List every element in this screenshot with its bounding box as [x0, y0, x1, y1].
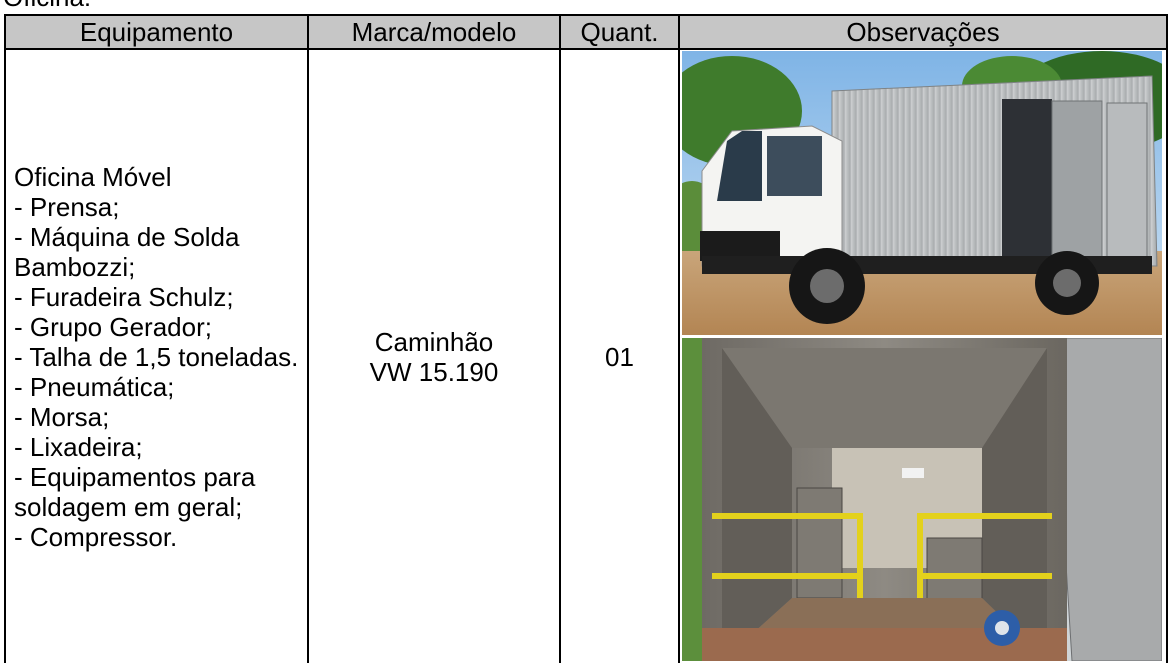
truck-interior-image — [682, 338, 1162, 661]
equipment-line: - Prensa; — [14, 191, 120, 222]
equipment-line: - Equipamentos para soldagem em geral; — [14, 461, 256, 522]
header-marca-modelo: Marca/modelo — [307, 14, 561, 50]
header-quantidade: Quant. — [559, 14, 680, 50]
truck-exterior-photo — [682, 51, 1162, 335]
equipment-line: - Pneumática; — [14, 371, 175, 402]
table-header-row: Equipamento Marca/modelo Quant. Observaç… — [4, 14, 1168, 50]
brand-model-cell: Caminhão VW 15.190 — [307, 48, 561, 663]
header-equipamento: Equipamento — [4, 14, 309, 50]
equipment-line: - Talha de 1,5 toneladas. — [14, 341, 299, 372]
section-title: Oficina: — [3, 0, 91, 12]
equipment-line: - Furadeira Schulz; — [14, 281, 234, 312]
quantity-cell: 01 — [559, 48, 680, 663]
equipment-line: - Morsa; — [14, 401, 110, 432]
equipment-table: Equipamento Marca/modelo Quant. Observaç… — [4, 14, 1168, 663]
observations-cell — [678, 48, 1168, 663]
equipment-line: - Compressor. — [14, 521, 178, 552]
truck-interior-photo — [682, 338, 1162, 661]
brand-model-line: Caminhão — [374, 326, 494, 357]
equipment-line: - Máquina de Solda Bambozzi; — [14, 221, 240, 282]
truck-exterior-image — [682, 51, 1162, 335]
header-observacoes: Observações — [678, 14, 1168, 50]
equipment-line: Oficina Móvel — [14, 161, 172, 192]
photo-stack — [680, 50, 1164, 663]
equipment-line: - Lixadeira; — [14, 431, 143, 462]
equipment-list-cell: Oficina Móvel - Prensa; - Máquina de Sol… — [4, 48, 309, 663]
brand-model-line: VW 15.190 — [369, 356, 499, 387]
table-row: Oficina Móvel - Prensa; - Máquina de Sol… — [4, 48, 1168, 663]
equipment-line: - Grupo Gerador; — [14, 311, 212, 342]
